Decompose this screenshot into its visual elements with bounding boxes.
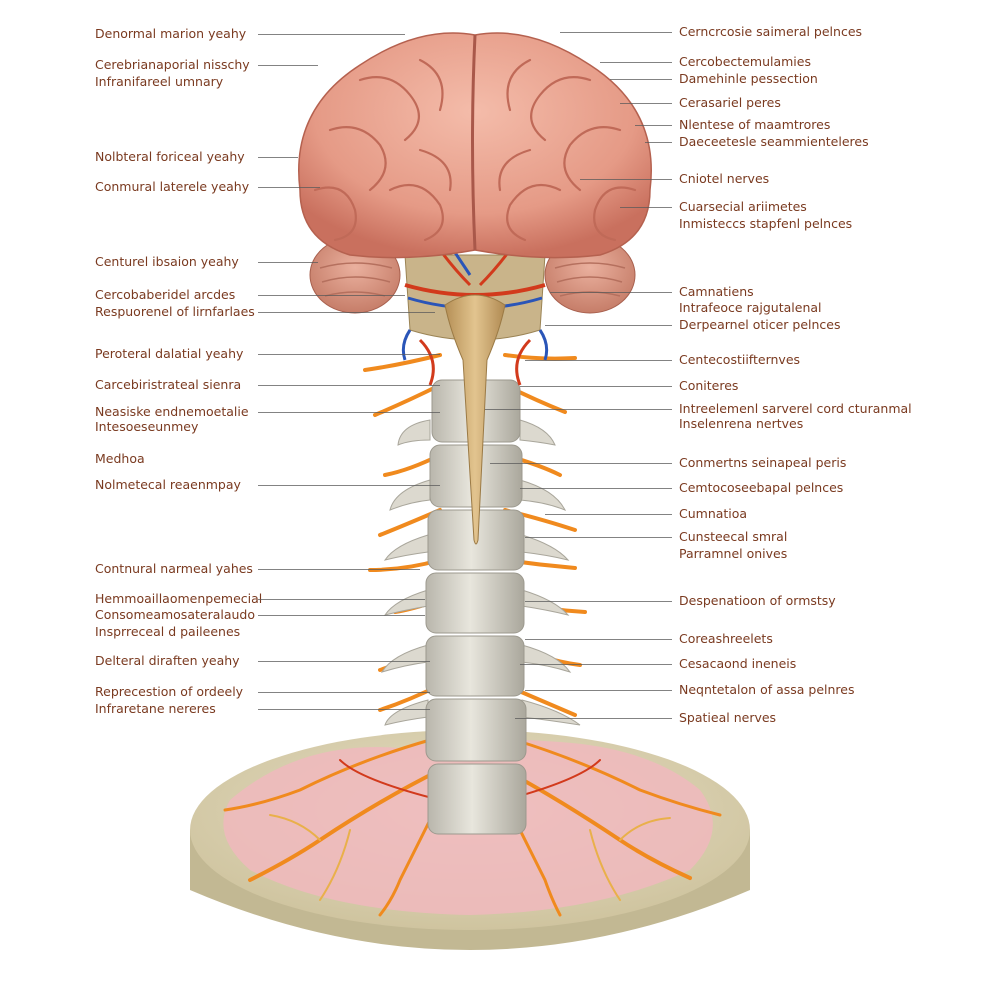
left-label-centurel-ibsaion-yeahy: Centurel ibsaion yeahy xyxy=(95,254,239,269)
right-label-intreelemenl-sarverel-cord-cturanmal: Intreelemenl sarverel cord cturanmal xyxy=(679,401,912,416)
leader-line xyxy=(258,709,430,710)
right-label-derpearnel-oticer-pelnces: Derpearnel oticer pelnces xyxy=(679,317,841,332)
leader-line xyxy=(258,187,320,188)
right-label-conmertns-seinapeal-peris: Conmertns seinapeal peris xyxy=(679,455,847,470)
leader-line xyxy=(258,485,440,486)
leader-line xyxy=(520,386,672,387)
right-label-nlentese-of-maamtrores: Nlentese of maamtrores xyxy=(679,117,831,132)
leader-line xyxy=(258,312,435,313)
right-label-cniotel-nerves: Cniotel nerves xyxy=(679,171,770,186)
right-label-neqntetalon-of-assa-pelnres: Neqntetalon of assa pelnres xyxy=(679,682,855,697)
left-label-peroteral-dalatial-yeahy: Peroteral dalatial yeahy xyxy=(95,346,244,361)
left-label-consomeamosateralaudo: Consomeamosateralaudo xyxy=(95,607,256,622)
right-label-intrafeoce-rajgutalenal: Intrafeoce rajgutalenal xyxy=(679,300,822,315)
display-base xyxy=(190,730,750,950)
leader-line xyxy=(258,354,440,355)
right-label-cunsteecal-smral: Cunsteecal smral xyxy=(679,529,788,544)
right-label-inselenrena-nertves: Inselenrena nertves xyxy=(679,416,804,431)
right-label-coreashreelets: Coreashreelets xyxy=(679,631,773,646)
leader-line xyxy=(525,690,672,691)
brain-gyri xyxy=(313,58,637,242)
right-label-cerncrcosie-saimeral-pelnces: Cerncrcosie saimeral pelnces xyxy=(679,24,863,39)
leader-line xyxy=(258,569,420,570)
left-label-cerebrianaporial-nisschy: Cerebrianaporial nisschy xyxy=(95,57,250,72)
right-label-cuarsecial-ariimetes: Cuarsecial ariimetes xyxy=(679,199,807,214)
right-label-camnatiens: Camnatiens xyxy=(679,284,754,299)
leader-line xyxy=(515,718,672,719)
leader-line xyxy=(258,295,405,296)
left-label-infranifareel-umnary: Infranifareel umnary xyxy=(95,74,224,89)
right-label-cemtocoseebapal-pelnces: Cemtocoseebapal pelnces xyxy=(679,480,844,495)
leader-line xyxy=(258,661,430,662)
left-label-reprecestion-of-ordeely: Reprecestion of ordeely xyxy=(95,684,244,699)
leader-line xyxy=(635,125,672,126)
vertebral-column xyxy=(425,379,527,835)
right-label-centecostiifternves: Centecostiifternves xyxy=(679,352,801,367)
left-label-intesoeseunmey: Intesoeseunmey xyxy=(95,419,199,434)
leader-line xyxy=(580,179,672,180)
leader-line xyxy=(645,142,672,143)
right-label-despenatioon-of-ormstsy: Despenatioon of ormstsy xyxy=(679,593,836,608)
left-label-medhoa: Medhoa xyxy=(95,451,145,466)
right-label-cumnatioa: Cumnatioa xyxy=(679,506,748,521)
leader-line xyxy=(525,537,672,538)
leader-line xyxy=(620,207,672,208)
left-label-delteral-diraften-yeahy: Delteral diraften yeahy xyxy=(95,653,240,668)
leader-line xyxy=(600,62,672,63)
leader-line xyxy=(520,664,672,665)
right-label-damehinle-pessection: Damehinle pessection xyxy=(679,71,818,86)
leader-line xyxy=(258,157,298,158)
right-label-daeceetesle-seammienteleres: Daeceetesle seammienteleres xyxy=(679,134,869,149)
right-label-cesacaond-ineneis: Cesacaond ineneis xyxy=(679,656,797,671)
left-label-infraretane-nereres: Infraretane nereres xyxy=(95,701,216,716)
leader-line xyxy=(545,325,672,326)
left-label-hemmoaillaomenpemecial: Hemmoaillaomenpemecial xyxy=(95,591,263,606)
right-label-inmisteccs-stapfenl-pelnces: Inmisteccs stapfenl pelnces xyxy=(679,216,853,231)
leader-line xyxy=(485,409,672,410)
leader-line xyxy=(258,385,440,386)
left-label-respuorenel-of-lirnfarlaes: Respuorenel of lirnfarlaes xyxy=(95,304,255,319)
leader-line xyxy=(545,514,672,515)
left-label-conmural-laterele-yeahy: Conmural laterele yeahy xyxy=(95,179,250,194)
leader-line xyxy=(258,692,430,693)
leader-line xyxy=(258,599,425,600)
leader-line xyxy=(258,615,425,616)
leader-line xyxy=(550,292,672,293)
left-label-carcebiristrateal-sienra: Carcebiristrateal sienra xyxy=(95,377,242,392)
right-label-cerasariel-peres: Cerasariel peres xyxy=(679,95,781,110)
spinal-cord xyxy=(444,294,506,545)
right-label-spatieal-nerves: Spatieal nerves xyxy=(679,710,777,725)
leader-line xyxy=(525,601,672,602)
leader-line xyxy=(258,65,318,66)
left-label-contnural-narmeal-yahes: Contnural narmeal yahes xyxy=(95,561,253,576)
left-label-insprreceal-d-paileenes: Insprreceal d paileenes xyxy=(95,624,241,639)
cerebrum xyxy=(298,32,652,259)
leader-line xyxy=(620,103,672,104)
left-label-neasiske-endnemoetalie: Neasiske endnemoetalie xyxy=(95,404,249,419)
leader-line xyxy=(258,34,405,35)
right-label-cercobectemulamies: Cercobectemulamies xyxy=(679,54,811,69)
left-label-nolmetecal-reaenmpay: Nolmetecal reaenmpay xyxy=(95,477,241,492)
leader-line xyxy=(490,463,672,464)
leader-line xyxy=(258,412,440,413)
leader-line xyxy=(560,32,672,33)
leader-line xyxy=(525,639,672,640)
left-label-cercobaberidel-arcdes: Cercobaberidel arcdes xyxy=(95,287,236,302)
leader-line xyxy=(610,79,672,80)
right-label-coniteres: Coniteres xyxy=(679,378,739,393)
left-label-nolbteral-foriceal-yeahy: Nolbteral foriceal yeahy xyxy=(95,149,245,164)
leader-line xyxy=(258,262,318,263)
leader-line xyxy=(520,488,672,489)
right-label-parramnel-onives: Parramnel onives xyxy=(679,546,788,561)
leader-line xyxy=(525,360,672,361)
left-label-denormal-marion-yeahy: Denormal marion yeahy xyxy=(95,26,247,41)
